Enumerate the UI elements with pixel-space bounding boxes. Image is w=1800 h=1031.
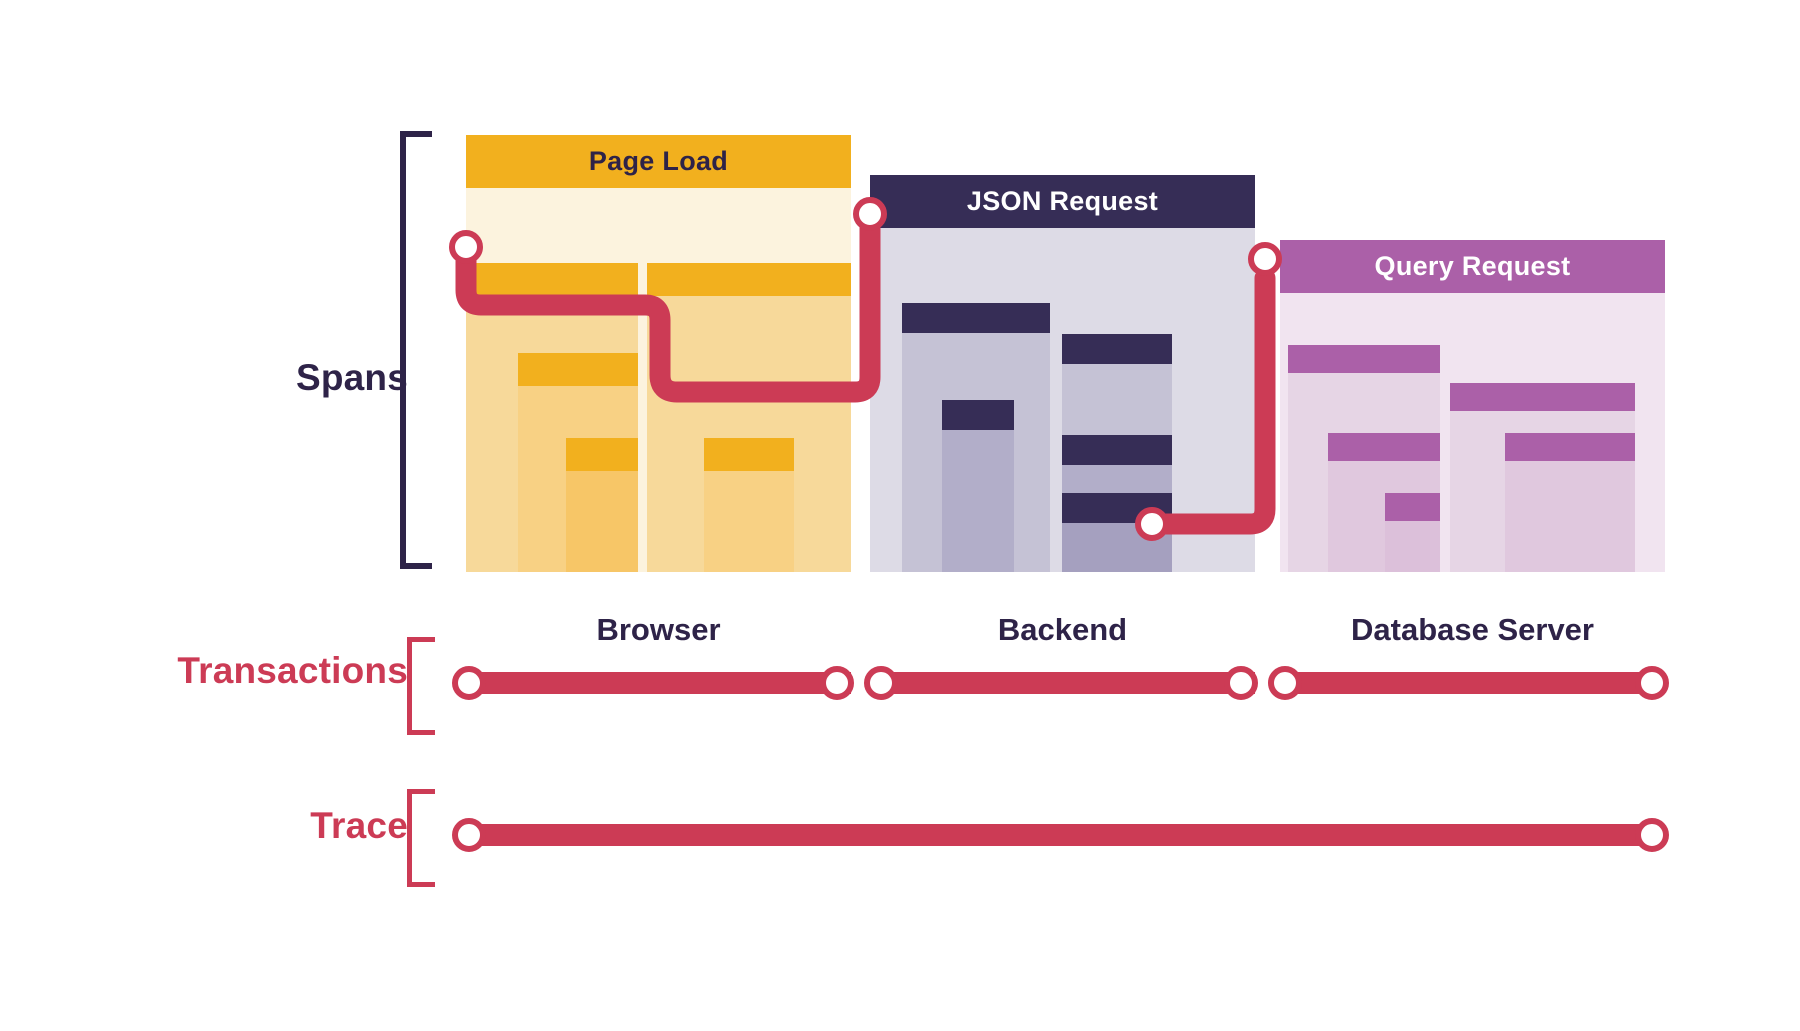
span-backend-2[interactable] [942, 400, 1014, 572]
span-browser-4-head [647, 263, 851, 296]
span-backend-3-head [1062, 334, 1172, 364]
transaction-node-database-start[interactable] [1268, 666, 1302, 700]
connector-node-backend-end[interactable] [1135, 507, 1169, 541]
transaction-node-backend-start[interactable] [864, 666, 898, 700]
span-backend-2-head [942, 400, 1014, 430]
span-browser-1-head [466, 263, 638, 296]
bracket-trace [407, 789, 435, 887]
span-panel-backend[interactable]: JSON Request [870, 175, 1255, 572]
span-browser-3[interactable] [566, 438, 638, 572]
connector-node-database-start[interactable] [1248, 242, 1282, 276]
span-browser-2-head [518, 353, 638, 386]
panel-header-browser: Page Load [466, 135, 851, 188]
panel-body-database [1280, 293, 1665, 572]
panel-title-backend: JSON Request [966, 186, 1159, 216]
bracket-transactions [407, 637, 435, 735]
span-browser-3-head [566, 438, 638, 471]
span-database-3-head [1385, 493, 1440, 521]
row-label-trace: Trace [310, 805, 408, 846]
panel-title-browser: Page Load [588, 146, 729, 176]
connector-node-backend-start[interactable] [853, 197, 887, 231]
trace-node-end[interactable] [1635, 818, 1669, 852]
panel-header-backend: JSON Request [870, 175, 1255, 228]
span-database-1-head [1288, 345, 1440, 373]
span-browser-5[interactable] [704, 438, 794, 572]
panel-body-browser [466, 188, 851, 572]
transaction-bar-backend[interactable] [870, 672, 1255, 694]
span-panel-browser[interactable]: Page Load [466, 135, 851, 572]
transaction-node-database-end[interactable] [1635, 666, 1669, 700]
span-browser-5-head [704, 438, 794, 471]
span-database-3[interactable] [1385, 493, 1440, 572]
span-backend-1-head [902, 303, 1050, 333]
row-label-spans: Spans [295, 357, 408, 398]
trace-node-start[interactable] [452, 818, 486, 852]
row-label-transactions: Transactions [177, 650, 408, 691]
panel-title-database: Query Request [1374, 251, 1571, 281]
service-caption-backend: Backend [997, 612, 1128, 647]
transaction-bar-browser[interactable] [466, 672, 851, 694]
transaction-bar-database[interactable] [1280, 672, 1665, 694]
transaction-node-browser-end[interactable] [820, 666, 854, 700]
panel-body-backend [870, 228, 1255, 572]
span-database-2-head [1328, 433, 1440, 461]
connector-node-browser-start[interactable] [449, 230, 483, 264]
span-panel-database[interactable]: Query Request [1280, 240, 1665, 572]
service-caption-database: Database Server [1351, 612, 1594, 647]
panel-header-database: Query Request [1280, 240, 1665, 293]
transaction-node-backend-end[interactable] [1224, 666, 1258, 700]
trace-bar[interactable] [466, 824, 1665, 846]
transaction-node-browser-start[interactable] [452, 666, 486, 700]
service-caption-browser: Browser [596, 612, 721, 647]
span-database-5[interactable] [1505, 433, 1635, 572]
span-database-4-head [1450, 383, 1635, 411]
span-database-5-head [1505, 433, 1635, 461]
span-backend-4-head [1062, 435, 1172, 465]
bracket-spans [400, 131, 432, 569]
